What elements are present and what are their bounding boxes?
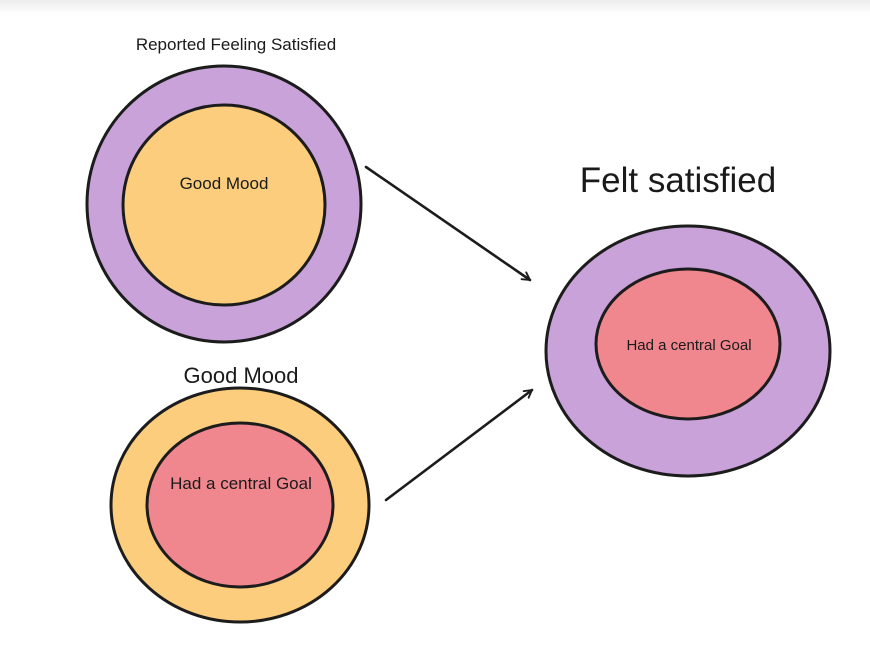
top-group-title: Reported Feeling Satisfied <box>136 35 336 54</box>
result-group: Felt satisfied Had a central Goal <box>544 161 832 478</box>
arrow-top-to-result <box>364 165 532 282</box>
top-inner-label: Good Mood <box>180 174 269 193</box>
top-group: Reported Feeling Satisfied Good Mood <box>85 35 363 344</box>
result-inner-label: Had a central Goal <box>626 337 751 354</box>
bottom-group: Good Mood Had a central Goal <box>109 363 371 624</box>
top-shade <box>0 0 870 14</box>
bottom-group-title: Good Mood <box>184 363 299 388</box>
arrow-bottom-to-result <box>384 388 534 502</box>
result-inner-circle <box>594 267 782 421</box>
bottom-inner-circle <box>145 421 335 589</box>
top-inner-circle <box>121 103 327 307</box>
bottom-inner-label: Had a central Goal <box>170 474 312 493</box>
result-group-title: Felt satisfied <box>580 161 776 200</box>
